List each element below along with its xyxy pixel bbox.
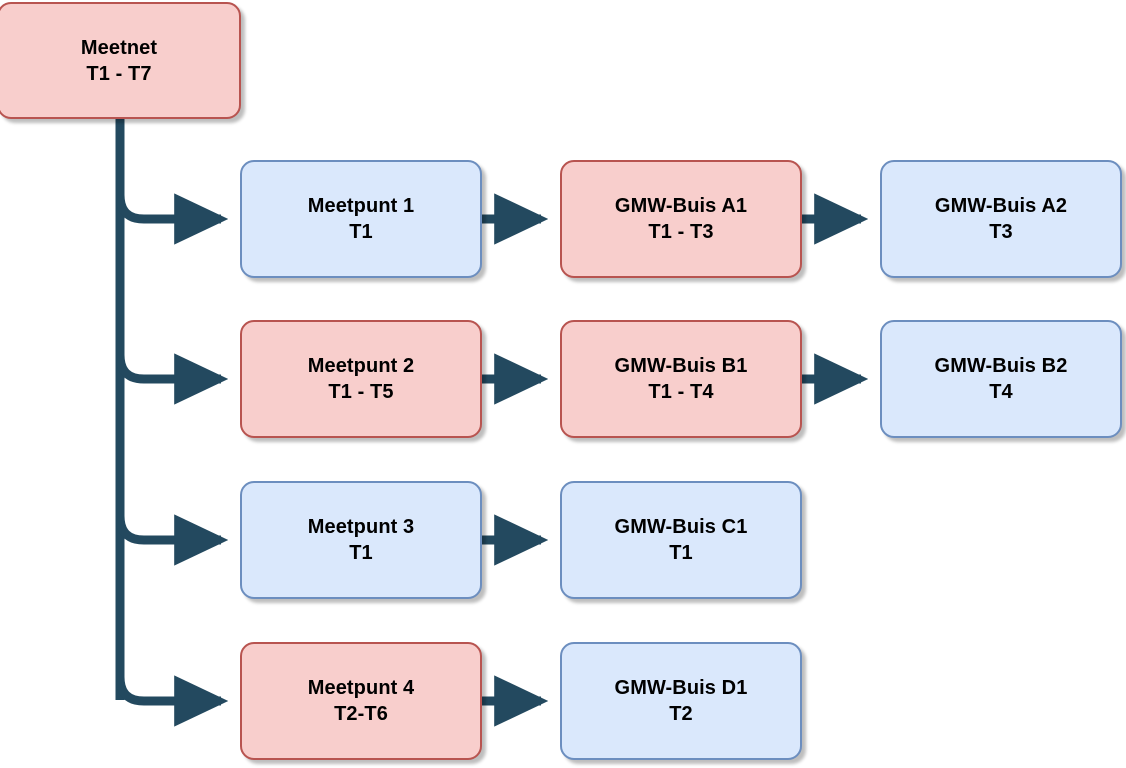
node-meetpunt-4-title: Meetpunt 4 (307, 677, 415, 699)
node-gmw-buis-d1[interactable]: GMW-Buis D1 T2 (560, 642, 802, 760)
edge-root-to-meetpunt4 (115, 675, 229, 727)
node-gmw-buis-a1-title: GMW-Buis A1 (614, 195, 748, 217)
node-meetpunt-4-subtitle: T2-T6 (334, 703, 388, 725)
node-meetnet-title: Meetnet (80, 36, 158, 59)
node-gmw-buis-a1-subtitle: T1 - T3 (648, 221, 714, 243)
node-gmw-buis-b1-title: GMW-Buis B1 (614, 355, 748, 377)
node-gmw-buis-c1-title: GMW-Buis C1 (614, 516, 748, 538)
node-meetpunt-3-subtitle: T1 (349, 542, 373, 564)
node-gmw-buis-d1-title: GMW-Buis D1 (614, 677, 748, 699)
edge-root-to-meetpunt1 (115, 193, 229, 245)
node-gmw-buis-c1[interactable]: GMW-Buis C1 T1 (560, 481, 802, 599)
node-meetpunt-3[interactable]: Meetpunt 3 T1 (240, 481, 482, 599)
node-gmw-buis-b2-subtitle: T4 (989, 381, 1013, 403)
node-gmw-buis-b2[interactable]: GMW-Buis B2 T4 (880, 320, 1122, 438)
node-meetpunt-1-subtitle: T1 (349, 221, 373, 243)
node-gmw-buis-a2-subtitle: T3 (989, 221, 1013, 243)
node-gmw-buis-c1-subtitle: T1 (669, 542, 693, 564)
edge-root-to-meetpunt3 (115, 514, 229, 566)
node-meetpunt-2[interactable]: Meetpunt 2 T1 - T5 (240, 320, 482, 438)
node-meetpunt-1[interactable]: Meetpunt 1 T1 (240, 160, 482, 278)
node-gmw-buis-b1-subtitle: T1 - T4 (648, 381, 714, 403)
node-gmw-buis-b2-title: GMW-Buis B2 (934, 355, 1068, 377)
node-meetpunt-2-title: Meetpunt 2 (307, 355, 415, 377)
edge-root-to-meetpunt2 (115, 353, 229, 405)
node-gmw-buis-a2-title: GMW-Buis A2 (934, 195, 1068, 217)
node-gmw-buis-a1[interactable]: GMW-Buis A1 T1 - T3 (560, 160, 802, 278)
node-meetnet[interactable]: Meetnet T1 - T7 (0, 2, 241, 119)
node-gmw-buis-b1[interactable]: GMW-Buis B1 T1 - T4 (560, 320, 802, 438)
node-meetpunt-4[interactable]: Meetpunt 4 T2-T6 (240, 642, 482, 760)
node-meetpunt-3-title: Meetpunt 3 (307, 516, 415, 538)
node-meetpunt-1-title: Meetpunt 1 (307, 195, 415, 217)
node-meetpunt-2-subtitle: T1 - T5 (328, 381, 394, 403)
node-meetnet-subtitle: T1 - T7 (86, 62, 152, 85)
node-gmw-buis-d1-subtitle: T2 (669, 703, 693, 725)
node-gmw-buis-a2[interactable]: GMW-Buis A2 T3 (880, 160, 1122, 278)
